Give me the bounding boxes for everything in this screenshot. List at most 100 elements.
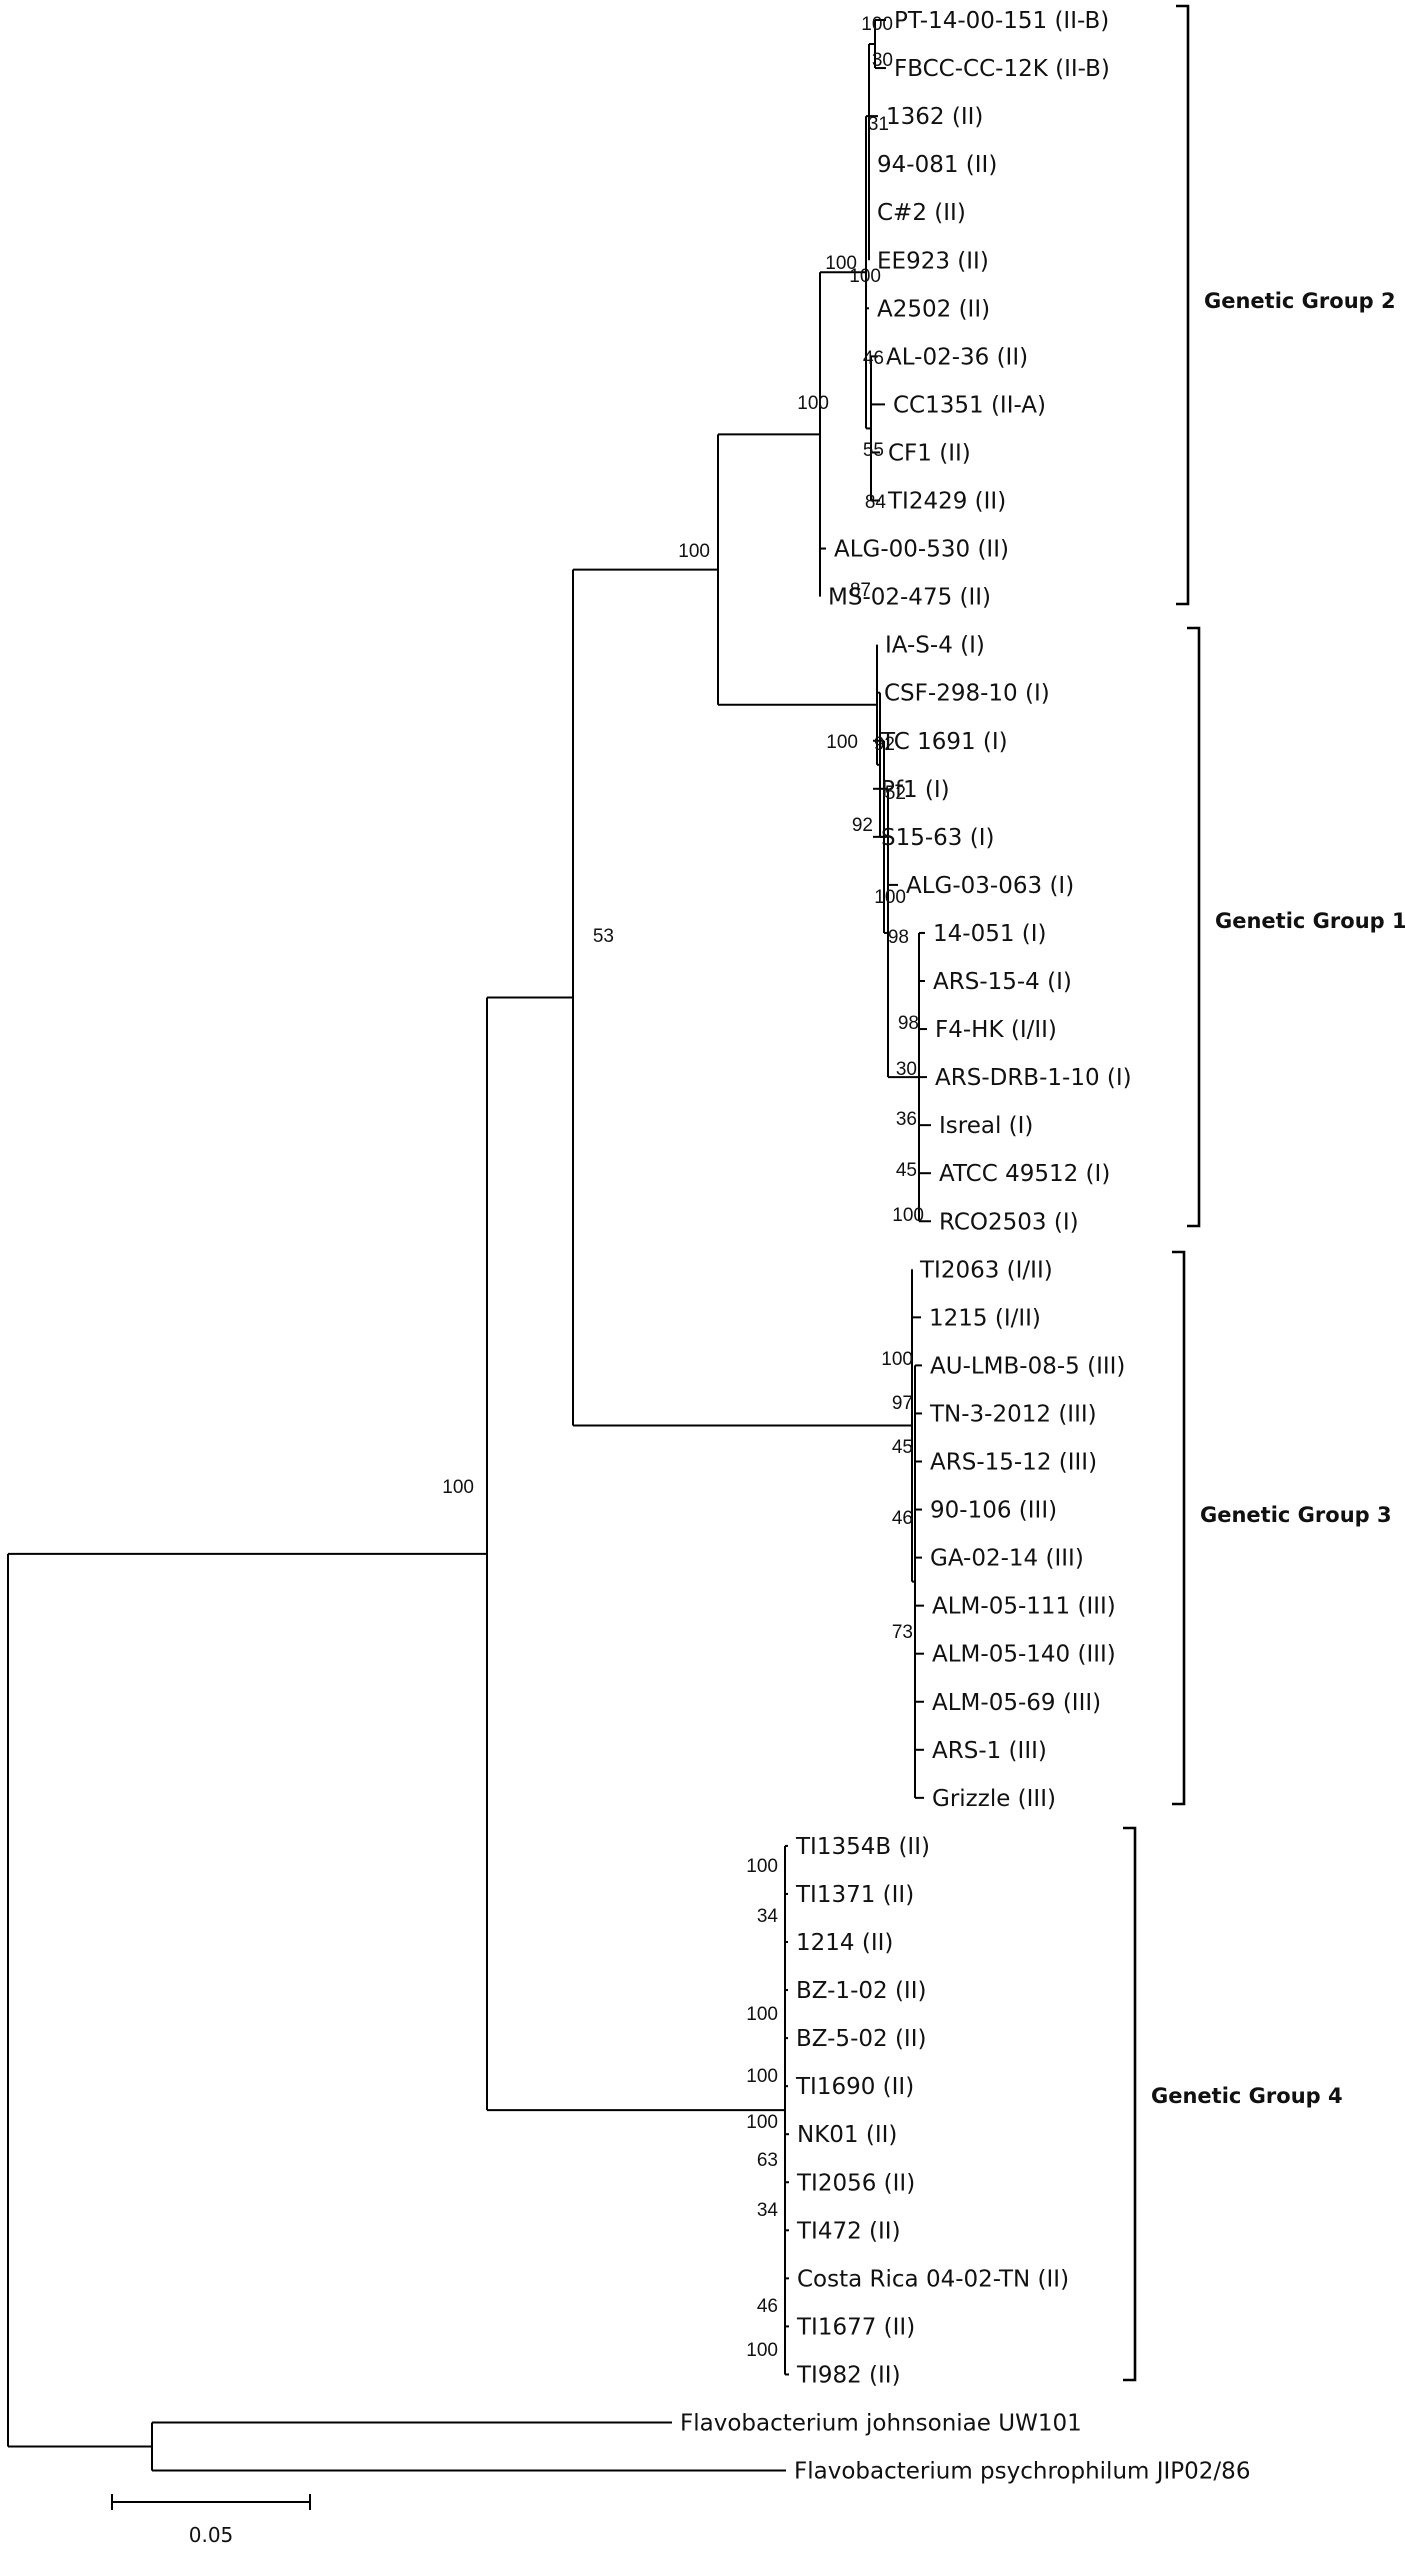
taxon-label: IA-S-4 (I) — [885, 633, 985, 659]
taxon-label: ARS-15-4 (I) — [933, 969, 1072, 995]
taxon-label: TI2429 (II) — [887, 489, 1006, 515]
taxon-label: ARS-DRB-1-10 (I) — [935, 1065, 1132, 1091]
bootstrap-value: 34 — [757, 2200, 779, 2221]
bootstrap-value: 100 — [826, 732, 858, 753]
taxon-label: GA-02-14 (III) — [930, 1546, 1084, 1572]
taxon-label: 94-081 (II) — [877, 152, 997, 178]
taxon-label: C#2 (II) — [877, 200, 966, 226]
genetic-group-brackets: Genetic Group 2 Genetic Group 1 Genetic Gr… — [1123, 4, 1405, 2382]
taxon-label: Flavobacterium johnsoniae UW101 — [680, 2411, 1082, 2437]
bootstrap-value: 84 — [865, 492, 887, 513]
genetic-group-label: Genetic Group 4 — [1151, 2084, 1343, 2108]
bootstrap-value: 30 — [872, 50, 893, 71]
taxon-label: AL-02-36 (II) — [886, 344, 1028, 370]
taxon-label: Pf1 (I) — [881, 777, 950, 803]
scale-bar-label: 0.05 — [189, 2523, 234, 2547]
taxon-label: 14-051 (I) — [933, 921, 1047, 947]
bootstrap-value: 100 — [746, 2004, 778, 2025]
taxon-label: RCO2503 (I) — [939, 1209, 1079, 1235]
taxon-label: TI1690 (II) — [795, 2074, 914, 2100]
taxon-label: TI982 (II) — [796, 2362, 901, 2388]
bootstrap-value: 55 — [863, 440, 884, 461]
taxon-label: CSF-298-10 (I) — [884, 681, 1050, 707]
group-bracket — [1123, 1826, 1137, 2382]
taxon-label: 1214 (II) — [796, 1930, 893, 1956]
bootstrap-value: 97 — [892, 1393, 913, 1414]
taxon-label: ARS-15-12 (III) — [930, 1450, 1097, 1476]
taxon-label: TI2063 (I/II) — [919, 1257, 1053, 1283]
taxon-label: Flavobacterium psychrophilum JIP02/86 — [794, 2459, 1250, 2485]
bootstrap-value: 30 — [896, 1059, 917, 1080]
taxon-label: S15-63 (I) — [881, 825, 994, 851]
taxon-label: MS-02-475 (II) — [828, 585, 991, 611]
taxon-label: ATCC 49512 (I) — [939, 1161, 1110, 1187]
taxon-label: 90-106 (III) — [930, 1498, 1057, 1524]
bootstrap-value: 100 — [849, 266, 881, 287]
tree-branches — [7, 19, 931, 2472]
taxon-label: AU-LMB-08-5 (III) — [930, 1353, 1125, 1379]
taxon-label: BZ-5-02 (II) — [796, 2026, 926, 2052]
taxon-label: EE923 (II) — [877, 248, 989, 274]
bootstrap-value: 31 — [868, 114, 889, 135]
group-bracket — [1172, 1250, 1186, 1806]
bootstrap-value: 100 — [746, 2112, 778, 2133]
taxon-label: 1362 (II) — [886, 104, 983, 130]
bootstrap-value: 36 — [896, 1109, 917, 1130]
bootstrap-value: 100 — [825, 253, 857, 274]
taxon-label: TI1371 (II) — [795, 1882, 914, 1908]
taxon-label: ALG-03-063 (I) — [906, 873, 1074, 899]
taxon-label: F4-HK (I/II) — [935, 1017, 1057, 1043]
bootstrap-value: 63 — [757, 2150, 778, 2171]
bootstrap-value: 46 — [863, 348, 884, 369]
taxon-label: Isreal (I) — [939, 1113, 1033, 1139]
taxon-label: Grizzle (III) — [932, 1786, 1056, 1812]
taxon-label: 1215 (I/II) — [929, 1305, 1041, 1331]
bootstrap-value: 100 — [746, 1856, 778, 1877]
taxon-label: Costa Rica 04-02-TN (II) — [797, 2266, 1069, 2292]
taxon-label: BZ-1-02 (II) — [796, 1978, 926, 2004]
bootstrap-value: 92 — [852, 815, 873, 836]
taxon-label: PT-14-00-151 (II-B) — [894, 8, 1109, 34]
taxon-label: ALM-05-69 (III) — [932, 1690, 1101, 1716]
bootstrap-value: 98 — [898, 1013, 919, 1034]
bootstrap-value: 45 — [896, 1160, 917, 1181]
bootstrap-value: 100 — [861, 14, 893, 35]
bootstrap-value: 100 — [797, 393, 829, 414]
taxon-label: TI472 (II) — [796, 2218, 901, 2244]
taxon-label: CC1351 (II-A) — [893, 392, 1046, 418]
bootstrap-value: 100 — [746, 2066, 778, 2087]
taxon-label: NK01 (II) — [797, 2122, 897, 2148]
bootstrap-value: 87 — [850, 580, 871, 601]
taxon-label: ALM-05-140 (III) — [932, 1642, 1116, 1668]
bootstrap-value: 46 — [892, 1508, 913, 1529]
bootstrap-value: 34 — [757, 1906, 779, 1927]
bootstrap-value: 92 — [874, 734, 895, 755]
group-bracket — [1187, 626, 1201, 1228]
genetic-group-label: Genetic Group 1 — [1215, 909, 1405, 933]
genetic-group-label: Genetic Group 2 — [1204, 289, 1396, 313]
taxon-label: CF1 (II) — [888, 440, 971, 466]
taxon-label: ALG-00-530 (II) — [834, 537, 1009, 563]
taxon-label: TI2056 (II) — [796, 2170, 915, 2196]
bootstrap-value: 46 — [757, 2296, 778, 2317]
taxon-label: ALM-05-111 (III) — [932, 1594, 1116, 1620]
group-bracket — [1176, 4, 1190, 606]
bootstrap-value: 52 — [885, 783, 906, 804]
bootstrap-value: 100 — [892, 1205, 924, 1226]
taxon-label: FBCC-CC-12K (II-B) — [894, 56, 1110, 82]
bootstrap-value: 73 — [892, 1622, 913, 1643]
taxon-label: TN-3-2012 (III) — [929, 1401, 1097, 1427]
scale-bar: 0.05 — [111, 2494, 311, 2547]
bootstrap-value: 100 — [881, 1349, 913, 1370]
bootstrap-value: 100 — [442, 1477, 474, 1498]
bootstrap-value: 100 — [678, 541, 710, 562]
taxon-label: TI1677 (II) — [796, 2314, 915, 2340]
taxon-label: A2502 (II) — [877, 296, 990, 322]
bootstrap-value: 98 — [888, 927, 909, 948]
taxon-label: TC 1691 (I) — [880, 729, 1008, 755]
bootstrap-value: 100 — [874, 887, 906, 908]
bootstrap-value: 53 — [593, 926, 614, 947]
taxon-label: ARS-1 (III) — [932, 1738, 1047, 1764]
